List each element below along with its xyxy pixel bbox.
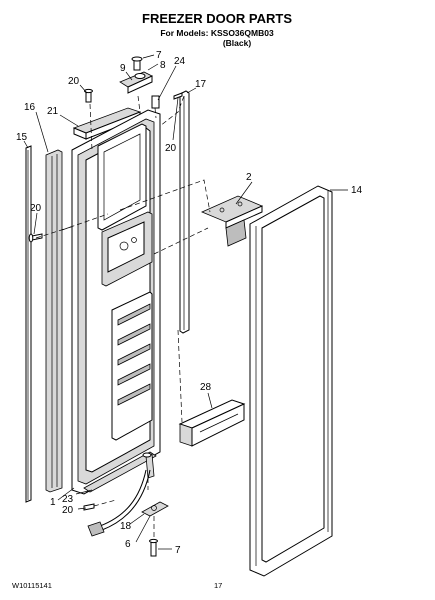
callout-7-bottom: 7 [175,545,181,556]
footer-code: W10115141 [12,581,52,590]
screw-20a [84,88,93,103]
callout-18: 18 [120,521,132,532]
callout-15: 15 [16,132,28,143]
part-24-stud [151,95,160,109]
callout-14: 14 [351,185,363,196]
part-15-strip [25,145,32,503]
top-hinge-assembly [119,56,153,94]
diagram-title: FREEZER DOOR PARTS [142,11,292,26]
footer-page-number: 17 [214,581,222,590]
leader-lines [23,54,348,550]
model-number: For Models: KSSO36QMB03 [160,28,274,38]
callout-7-top: 7 [156,50,162,61]
door-liner [71,109,161,495]
door-shelf-ribs [117,303,151,406]
callout-28: 28 [200,382,212,393]
part-17-gasket-strip [179,90,190,334]
callout-2: 2 [246,172,252,183]
part-16-side-trim [45,149,63,493]
color-variant: (Black) [223,38,252,48]
callout-16: 16 [24,102,36,113]
callout-24: 24 [174,56,186,67]
callout-20-mid: 20 [165,143,177,154]
callout-20-bottom: 20 [62,505,74,516]
part-2-bracket [200,195,264,247]
callout-8: 8 [160,60,166,71]
screw-20b [28,233,43,243]
screw-20d [83,503,95,511]
lower-hinge-assembly [83,451,169,557]
screw-20c [173,92,183,100]
callout-6: 6 [125,539,131,550]
callout-20-top: 20 [68,76,80,87]
callout-21: 21 [47,106,59,117]
callout-1: 1 [50,497,56,508]
callout-9: 9 [120,63,126,74]
callout-17: 17 [195,79,207,90]
part-28-door-bin [178,399,246,447]
callout-20-left: 20 [30,203,42,214]
part-14-door-gasket [249,185,333,577]
alignment-lines [35,95,211,540]
callout-23: 23 [62,494,74,505]
